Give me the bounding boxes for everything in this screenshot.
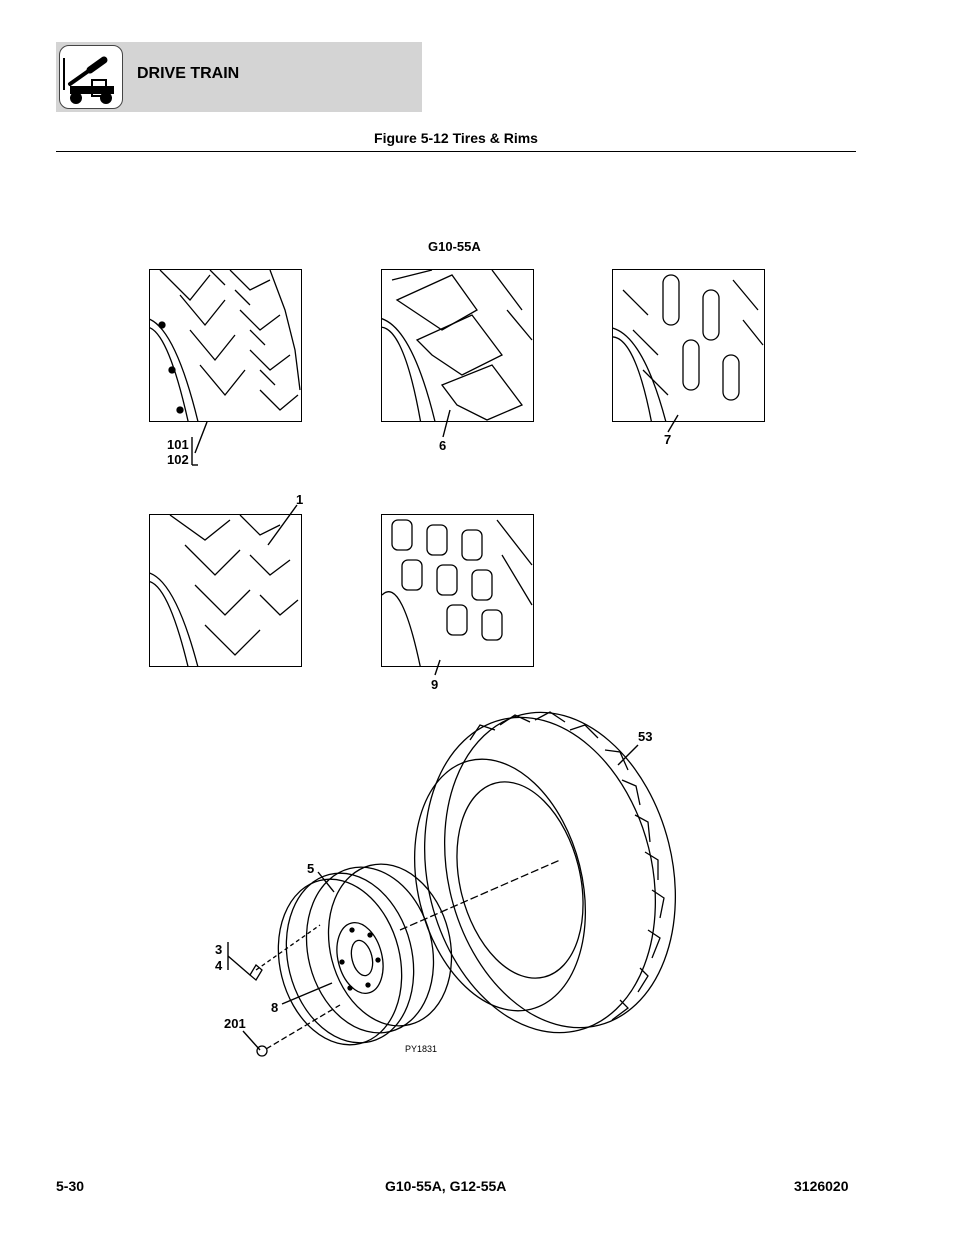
callout-4: 4	[215, 958, 223, 973]
tire-detail-7	[612, 269, 765, 422]
model-names: G10-55A, G12-55A	[385, 1178, 507, 1194]
figure-code: PY1831	[405, 1044, 438, 1054]
tire-detail-6	[381, 269, 534, 422]
tire-detail-1	[149, 514, 302, 667]
document-number: 3126020	[794, 1178, 849, 1194]
callout-201: 201	[224, 1016, 246, 1031]
rim-exploded	[277, 863, 453, 1046]
callout-1: 1	[296, 492, 304, 507]
callout-leaders	[191, 409, 679, 1051]
callout-5: 5	[307, 861, 315, 876]
callout-101: 101	[167, 437, 189, 452]
callout-7: 7	[664, 432, 672, 447]
valve-stem	[249, 924, 321, 981]
tire-detail-101-102	[149, 269, 302, 422]
callout-9: 9	[431, 677, 439, 692]
tire-exploded	[413, 711, 677, 1034]
assembly-centerline	[399, 859, 561, 931]
model-label: G10-55A	[428, 239, 481, 254]
section-title: DRIVE TRAIN	[137, 65, 240, 82]
page-number: 5-30	[56, 1178, 85, 1194]
callout-3: 3	[215, 942, 223, 957]
header-divider	[56, 151, 856, 152]
telehandler-icon	[59, 45, 123, 109]
callout-8: 8	[271, 1000, 279, 1015]
callout-53: 53	[638, 729, 653, 744]
tire-detail-9	[381, 514, 534, 667]
figure-title: Figure 5-12 Tires & Rims	[374, 130, 538, 146]
lug-nut	[256, 1004, 341, 1057]
callout-6: 6	[439, 438, 447, 453]
callout-102: 102	[167, 452, 189, 467]
